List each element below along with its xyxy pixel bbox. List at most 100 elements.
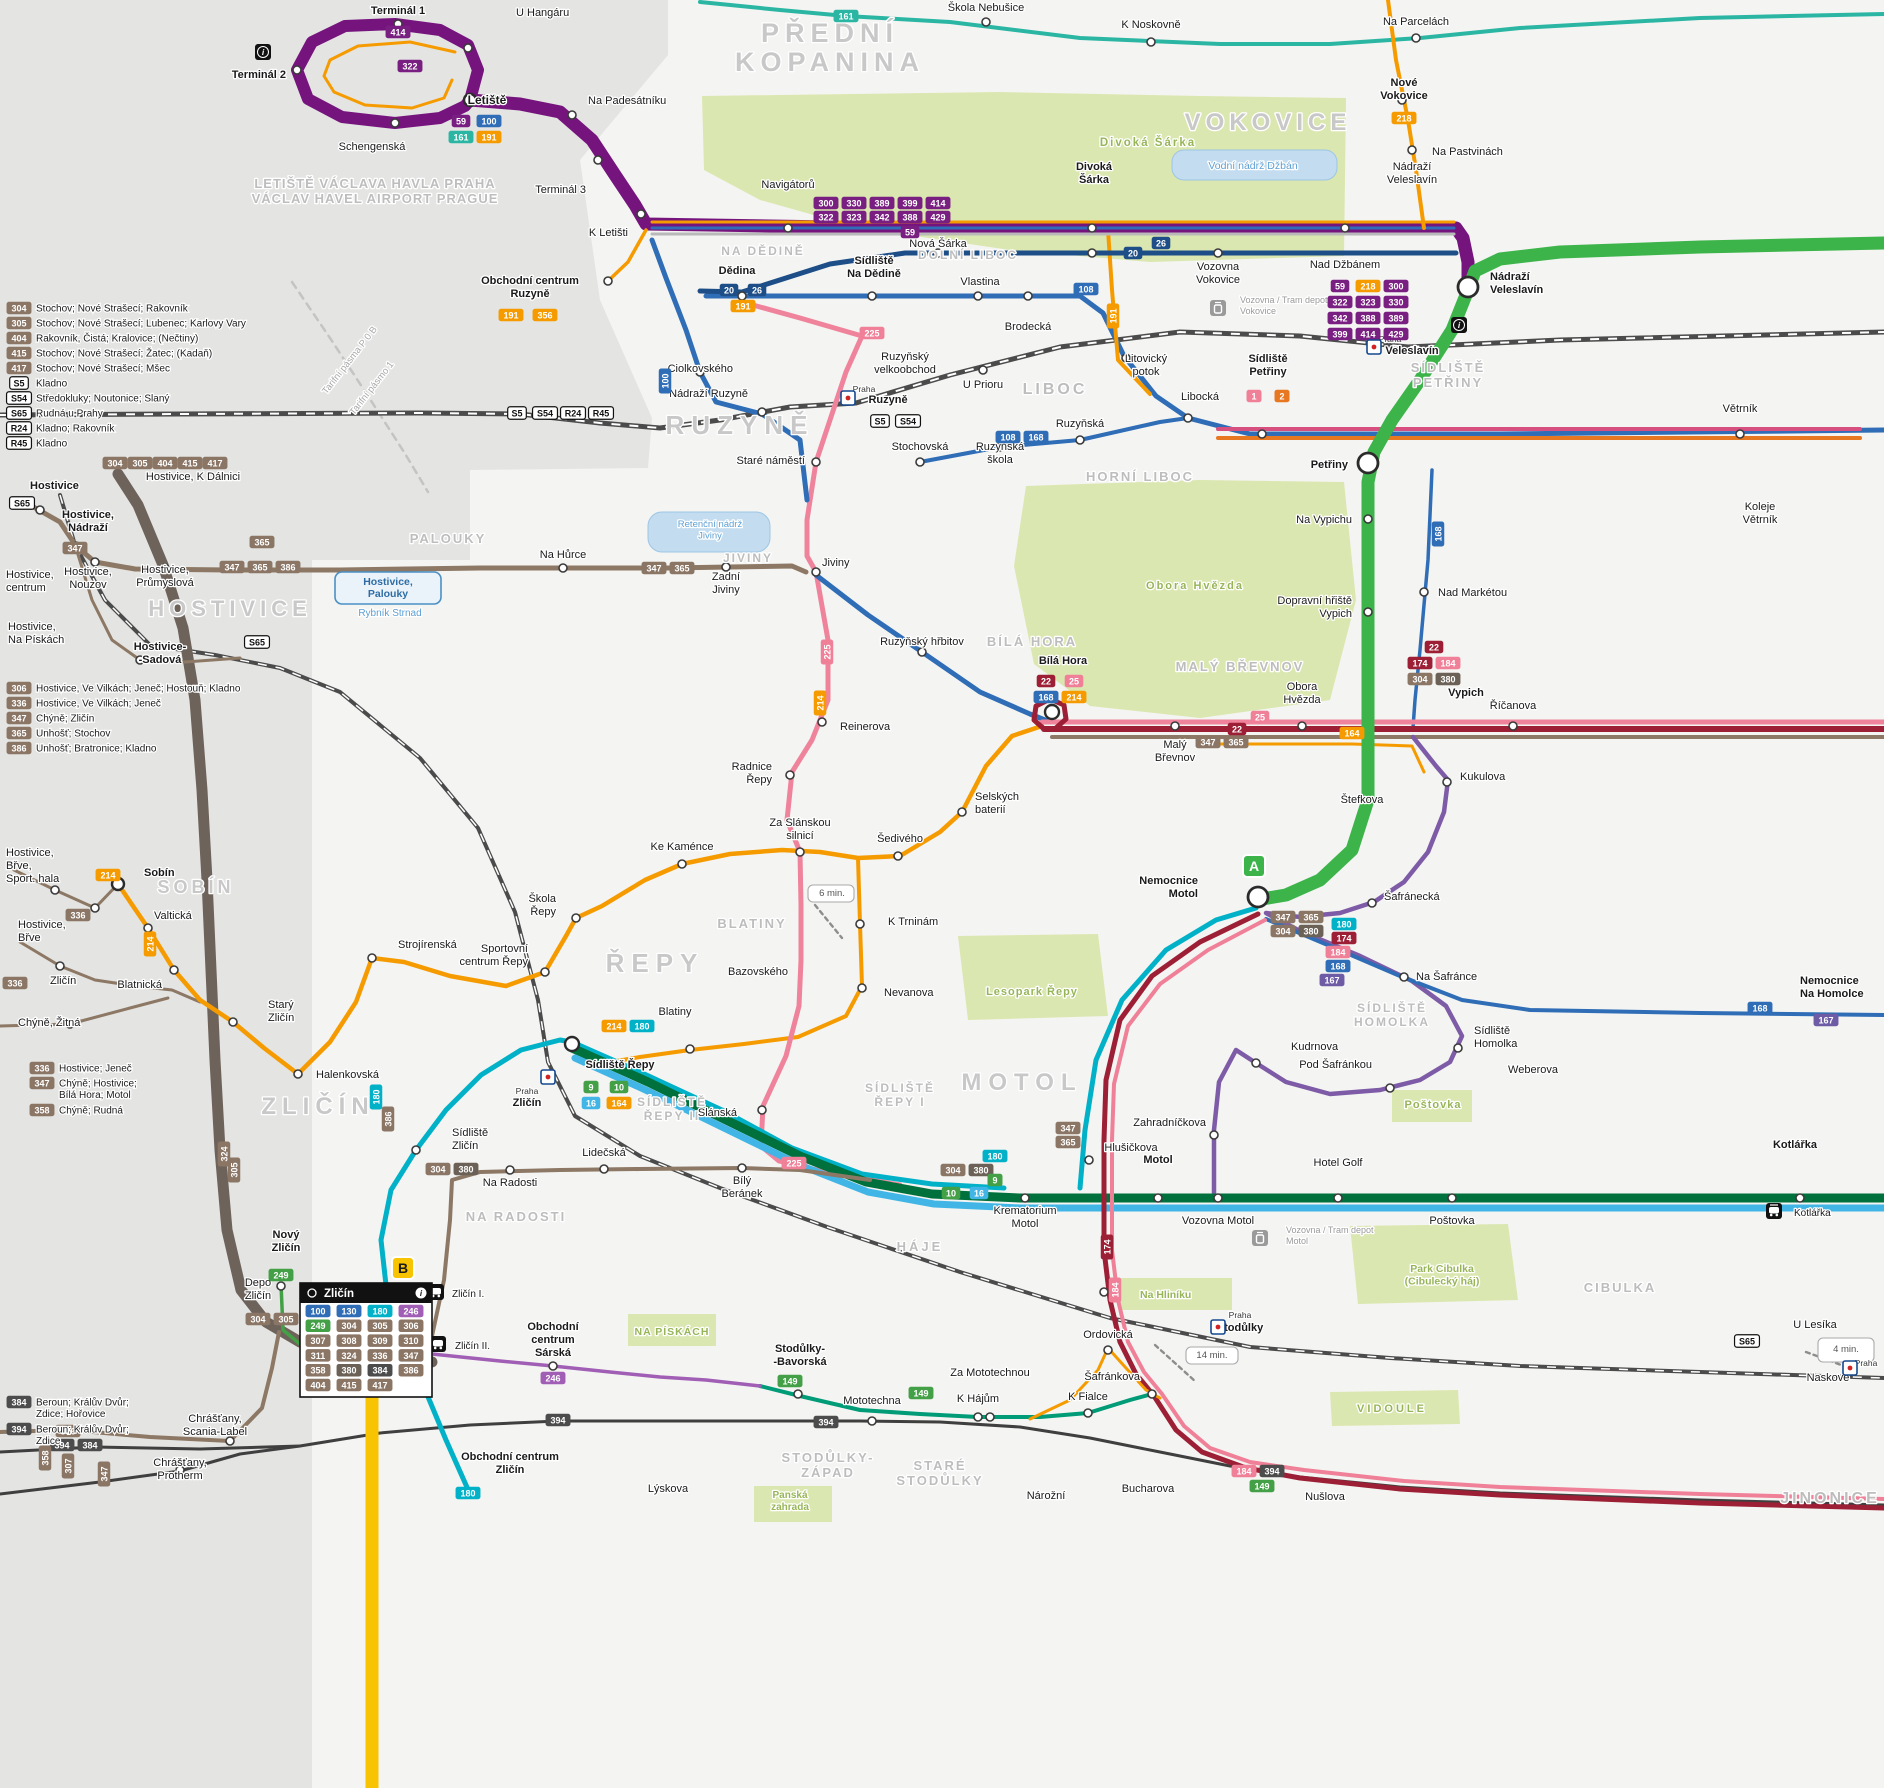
route-badge-246: 246 bbox=[540, 1371, 566, 1385]
svg-text:307: 307 bbox=[310, 1336, 325, 1346]
route-badge-59: 59 bbox=[451, 114, 471, 128]
stop-dot bbox=[1083, 1408, 1093, 1418]
stop-dot bbox=[143, 923, 153, 933]
svg-text:225: 225 bbox=[786, 1158, 801, 1168]
route-badge-300: 300 bbox=[1383, 279, 1409, 293]
stop-label: Bílá Hora bbox=[1039, 655, 1088, 667]
svg-text:342: 342 bbox=[874, 212, 889, 222]
svg-text:304: 304 bbox=[11, 303, 26, 313]
stop-dot bbox=[540, 967, 550, 977]
stop-label: Nevanova bbox=[884, 987, 934, 999]
route-badge-399: 399 bbox=[897, 196, 923, 210]
route-badge-414: 414 bbox=[385, 25, 411, 39]
svg-text:174: 174 bbox=[1336, 933, 1351, 943]
route-line-route-304-380 bbox=[430, 1166, 872, 1338]
svg-text:394: 394 bbox=[550, 1415, 565, 1425]
route-badge-218: 218 bbox=[1355, 279, 1381, 293]
route-badge-347: 347 bbox=[1270, 910, 1296, 924]
stop-label: Zahradníčkova bbox=[1133, 1117, 1207, 1129]
route-badge-R24: R24 bbox=[559, 406, 587, 420]
stop-dot bbox=[411, 1145, 421, 1155]
svg-text:100: 100 bbox=[660, 373, 670, 388]
stop-label: Nová Šárka bbox=[909, 237, 967, 250]
terminal-circle bbox=[462, 92, 478, 108]
area-label: SOBÍN bbox=[157, 876, 234, 897]
stop-label: Praha bbox=[1855, 1358, 1878, 1368]
route-badge-417: 417 bbox=[202, 456, 228, 470]
stop-dot bbox=[757, 1105, 767, 1115]
stop-dot bbox=[973, 1412, 983, 1422]
stop-label: K Noskovně bbox=[1121, 19, 1180, 31]
route-line-tram-plzenska-blue bbox=[571, 1054, 1884, 1212]
route-badge-336: 336 bbox=[367, 1349, 393, 1362]
svg-text:389: 389 bbox=[1388, 313, 1403, 323]
stop-dot bbox=[1087, 223, 1097, 233]
route-line-route-161 bbox=[698, 0, 1884, 46]
stop-label: Sídliště Řepy bbox=[585, 1058, 655, 1071]
svg-text:309: 309 bbox=[372, 1336, 387, 1346]
stop-dot bbox=[893, 851, 903, 861]
stop-dot bbox=[793, 1389, 803, 1399]
route-badge-305: 305 bbox=[367, 1319, 393, 1333]
route-line-route-blue-ruzyne bbox=[649, 237, 810, 503]
stop-label: Vodní nádrž Džbán bbox=[1208, 160, 1297, 172]
metro-line-letter-B: B bbox=[391, 1256, 415, 1280]
svg-text:180: 180 bbox=[1336, 919, 1351, 929]
stop-label: Nádraží Ruzyně bbox=[669, 388, 748, 400]
stop-label: Stodůlky bbox=[1217, 1322, 1264, 1334]
svg-text:25: 25 bbox=[1255, 712, 1265, 722]
area-label: BLATINY bbox=[717, 916, 786, 931]
route-line-route-214 bbox=[115, 723, 1045, 1077]
svg-text:304: 304 bbox=[1412, 674, 1427, 684]
svg-text:191: 191 bbox=[735, 301, 750, 311]
svg-text:305: 305 bbox=[11, 318, 26, 328]
svg-text:9: 9 bbox=[588, 1082, 593, 1092]
stop-label: Slánská bbox=[698, 1107, 738, 1119]
route-badge-S65: S65 bbox=[5, 406, 33, 420]
legend-item-text: Hostivice; Jeneč bbox=[59, 1064, 132, 1075]
route-badge-9: 9 bbox=[583, 1080, 599, 1094]
route-badge-174: 174 bbox=[1407, 656, 1433, 670]
svg-text:415: 415 bbox=[11, 348, 26, 358]
stop-label: Vozovna Motol bbox=[1182, 1215, 1254, 1227]
stop-dot bbox=[811, 457, 821, 467]
route-badge-347: 347 bbox=[6, 711, 32, 725]
svg-text:304: 304 bbox=[430, 1164, 445, 1174]
route-badge-26: 26 bbox=[747, 283, 767, 297]
route-badge-304: 304 bbox=[1270, 924, 1296, 938]
stop-dot bbox=[390, 118, 400, 128]
route-badge-347: 347 bbox=[398, 1349, 424, 1362]
route-badge-394: 394 bbox=[545, 1413, 571, 1427]
route-badge-386: 386 bbox=[398, 1363, 424, 1377]
legend-item-text: Beroun; Králův Dvůr; bbox=[36, 1397, 129, 1409]
svg-text:218: 218 bbox=[1396, 113, 1411, 123]
route-line-hostivice-sadova bbox=[74, 546, 242, 664]
route-badge-214: 214 bbox=[601, 1019, 627, 1033]
area-label: JINONICE bbox=[1780, 1490, 1880, 1507]
svg-text:130: 130 bbox=[341, 1306, 356, 1316]
svg-text:16: 16 bbox=[974, 1188, 984, 1198]
stop-dot bbox=[558, 563, 568, 573]
info-icon bbox=[415, 1287, 427, 1299]
water-vodni-nadrz-dzban bbox=[1171, 149, 1338, 181]
svg-text:305: 305 bbox=[132, 458, 147, 468]
route-badge-306: 306 bbox=[398, 1319, 424, 1333]
stop-label: Weberova bbox=[1508, 1064, 1559, 1076]
svg-text:S65: S65 bbox=[1739, 1336, 1755, 1346]
route-badge-108: 108 bbox=[995, 430, 1021, 444]
stop-dot bbox=[1099, 1287, 1109, 1297]
stop-label: U Hangáru bbox=[516, 7, 569, 19]
route-badge-336: 336 bbox=[55, 1424, 81, 1438]
stop-dot bbox=[1407, 145, 1417, 155]
stop-label: 4 min. bbox=[1833, 1344, 1859, 1355]
stop-dot bbox=[463, 43, 473, 53]
stop-label: Hostivice,Na Pískách bbox=[8, 621, 64, 646]
